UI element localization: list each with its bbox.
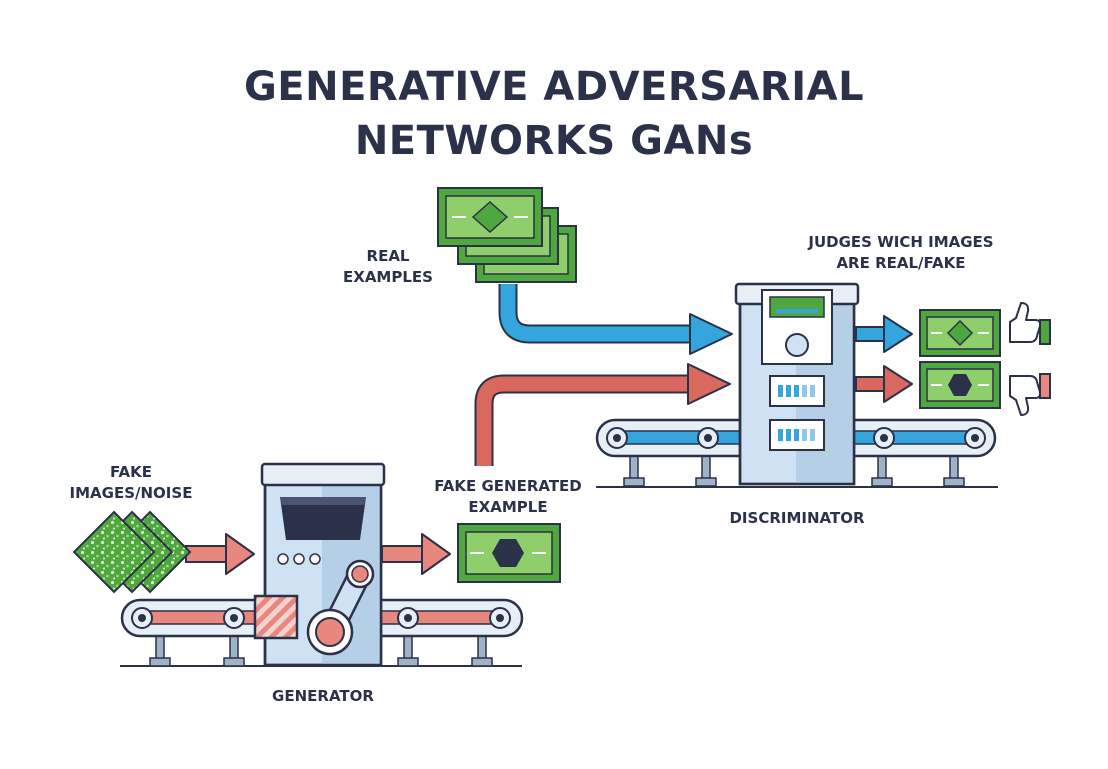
judges-label-line-2: ARE REAL/FAKE <box>836 254 966 272</box>
fake-output-banknote <box>919 361 1001 409</box>
real-flow-arrow <box>498 284 733 355</box>
real-examples-banknotes <box>437 187 577 283</box>
real-examples-label-line-1: REAL <box>366 247 410 265</box>
thumbs-up-icon <box>1009 302 1051 345</box>
judges-label: JUDGES WICH IMAGES ARE REAL/FAKE <box>786 232 1016 274</box>
discriminator-machine <box>734 282 860 486</box>
title-line-1: GENERATIVE ADVERSARIAL <box>243 64 865 110</box>
discriminator-label: DISCRIMINATOR <box>729 509 865 527</box>
fake-generated-label-line-1: FAKE GENERATED <box>434 477 582 495</box>
fake-output-arrow <box>855 365 913 403</box>
real-output-banknote <box>919 309 1001 357</box>
noise-input-arrow <box>185 533 255 575</box>
real-examples-label: REAL EXAMPLES <box>326 246 450 288</box>
noise-tiles <box>72 510 192 594</box>
title-line-2: NETWORKS GANs <box>354 118 754 164</box>
fake-noise-label-line-1: FAKE <box>109 463 152 481</box>
generator-machine <box>253 462 386 667</box>
real-examples-label-line-2: EXAMPLES <box>343 268 433 286</box>
thumbs-down-icon <box>1009 373 1051 416</box>
generator-output-arrow <box>381 533 451 575</box>
generator-label: GENERATOR <box>272 687 374 705</box>
fake-generated-label: FAKE GENERATED EXAMPLE <box>420 476 596 518</box>
fake-flow-arrow <box>474 363 731 466</box>
judges-label-line-1: JUDGES WICH IMAGES <box>808 233 994 251</box>
real-output-arrow <box>855 315 913 353</box>
fake-noise-label: FAKE IMAGES/NOISE <box>56 462 206 504</box>
fake-noise-label-line-2: IMAGES/NOISE <box>69 484 193 502</box>
fake-generated-label-line-2: EXAMPLE <box>468 498 548 516</box>
